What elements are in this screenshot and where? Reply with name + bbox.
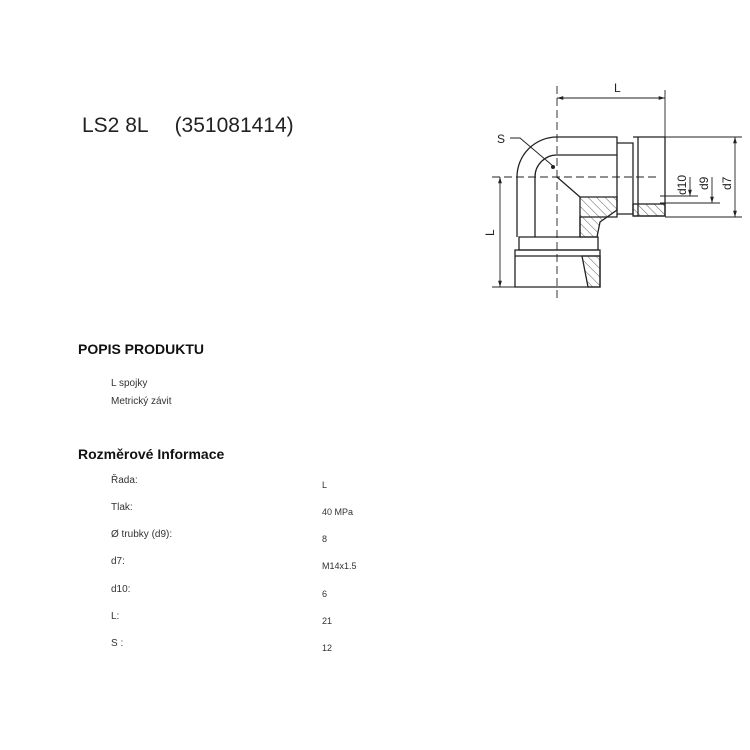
dim-row-label: L: [111, 611, 120, 622]
dim-row-value: 6 [322, 589, 328, 599]
dim-row-label: d10: [111, 584, 131, 595]
dim-row-label: Řada: [111, 475, 138, 486]
description-heading: POPIS PRODUKTU [78, 341, 205, 357]
dim-label-d10: d10 [675, 175, 689, 195]
product-title: LS2 8L (351081414) [82, 114, 294, 138]
dim-label-d7: d7 [720, 176, 734, 190]
dim-label-l-top: L [614, 81, 621, 95]
description-line: Metrický závit [111, 396, 172, 407]
dim-row-label: Ø trubky (d9): [111, 529, 173, 540]
dim-label-d9: d9 [697, 176, 711, 190]
dim-row-value: 8 [322, 534, 328, 544]
dim-row-value: M14x1.5 [322, 561, 357, 571]
dim-row-label: d7: [111, 556, 125, 567]
dim-row-value: 21 [322, 616, 333, 626]
product-name: LS2 8L [82, 114, 149, 137]
dim-row-value: 40 MPa [322, 507, 354, 517]
product-code: (351081414) [174, 114, 294, 137]
dim-row-value: L [322, 480, 328, 490]
dim-row-value: 12 [322, 643, 333, 653]
dim-label-l-left: L [483, 229, 497, 236]
dimensions-heading: Rozměrové Informace [78, 446, 225, 462]
dim-row-label: Tlak: [111, 502, 133, 513]
dim-label-s: S [497, 132, 505, 146]
description-line: L spojky [111, 378, 148, 389]
dim-row-label: S : [111, 638, 124, 649]
